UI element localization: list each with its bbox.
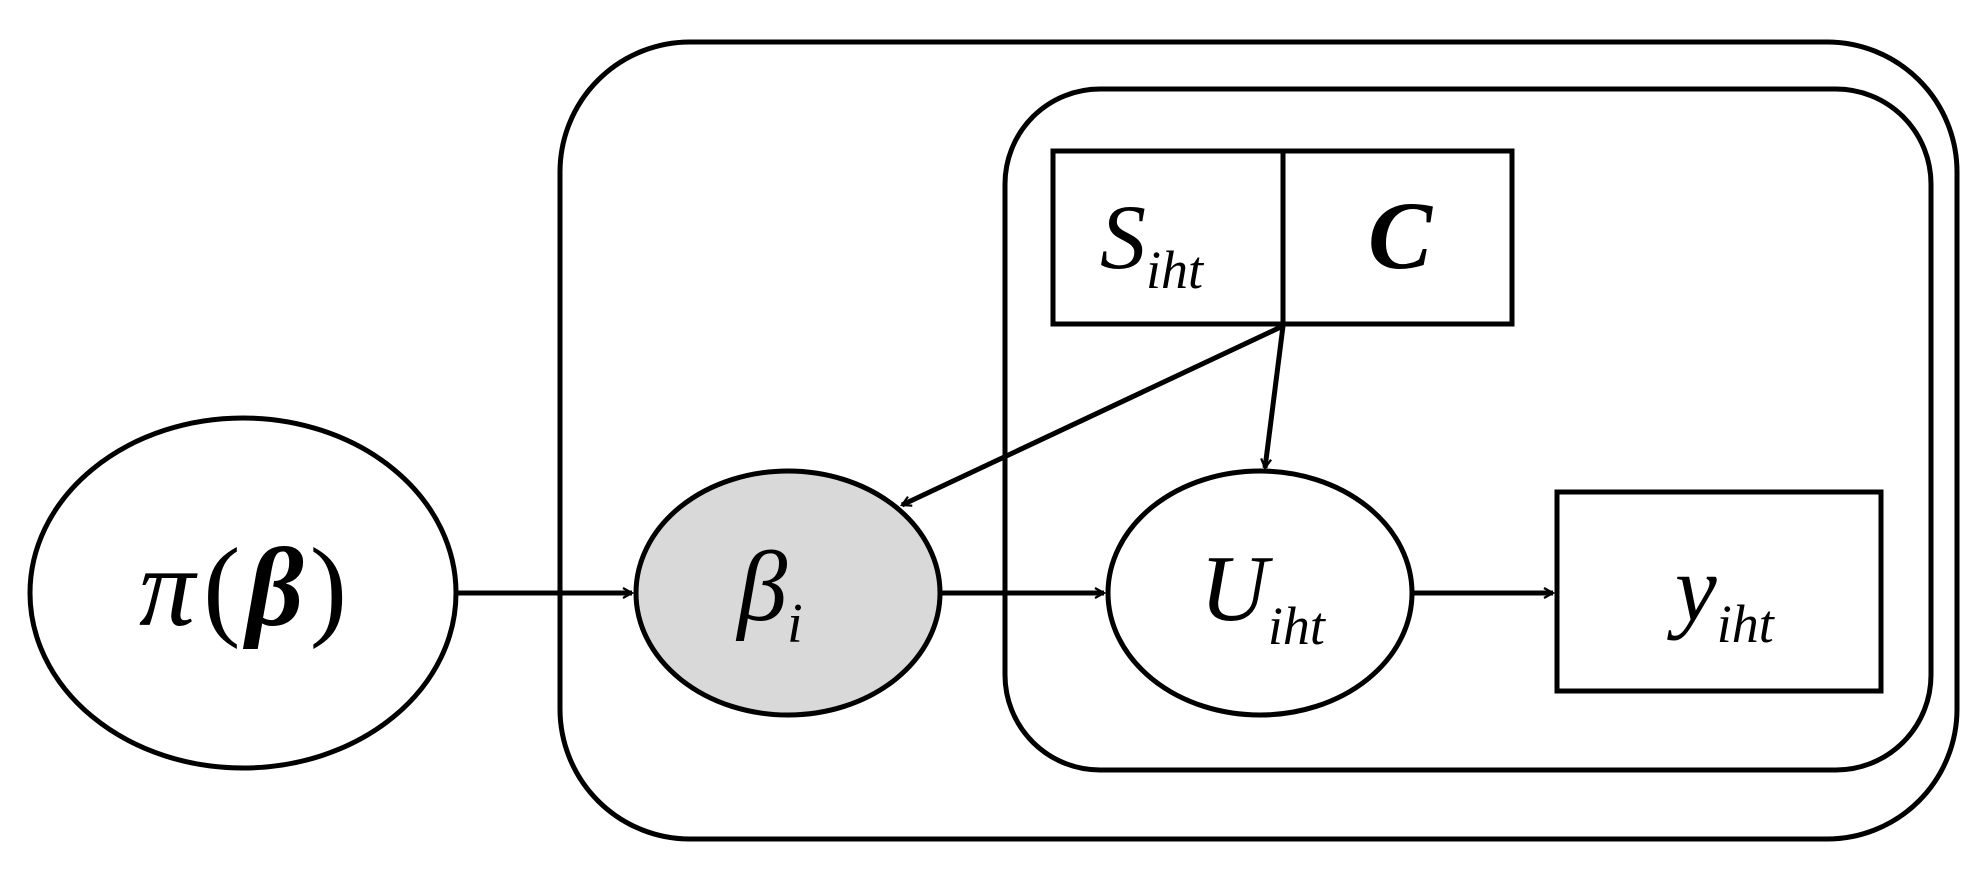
y-iht-symbol: y [1667,537,1717,641]
prior-label: π(β) [139,526,347,650]
inner-plate [1002,86,1934,773]
u-iht-node [1105,468,1415,718]
edge-covariates-to-u-iht [1265,325,1286,468]
outer-plate [557,39,1960,842]
c-symbol: C [1368,182,1433,289]
y-iht-label: yiht [1667,537,1776,654]
beta-i-node [633,468,943,718]
u-iht-symbol: U [1200,537,1273,641]
c-box [1280,148,1515,327]
s-iht-label: Siht [1100,186,1205,300]
y-iht-box [1554,489,1884,694]
u-iht-label: Uiht [1200,537,1327,656]
u-iht-subscript: iht [1268,596,1327,656]
s-iht-subscript: iht [1146,240,1205,300]
y-iht-subscript: iht [1717,594,1776,654]
prior-beta: β [242,526,303,650]
s-iht-box [1050,148,1286,327]
c-label: C [1368,182,1433,289]
prior-node [27,415,459,771]
prior-pi: π [139,526,198,650]
beta-i-label: βi [735,531,802,655]
beta-i-subscript: i [787,593,803,655]
prior-open-paren: ( [203,526,240,650]
edge-covariates-to-beta-i [902,323,1285,508]
prior-close-paren: ) [310,526,347,650]
s-iht-symbol: S [1100,186,1146,288]
beta-i-symbol: β [735,531,787,642]
